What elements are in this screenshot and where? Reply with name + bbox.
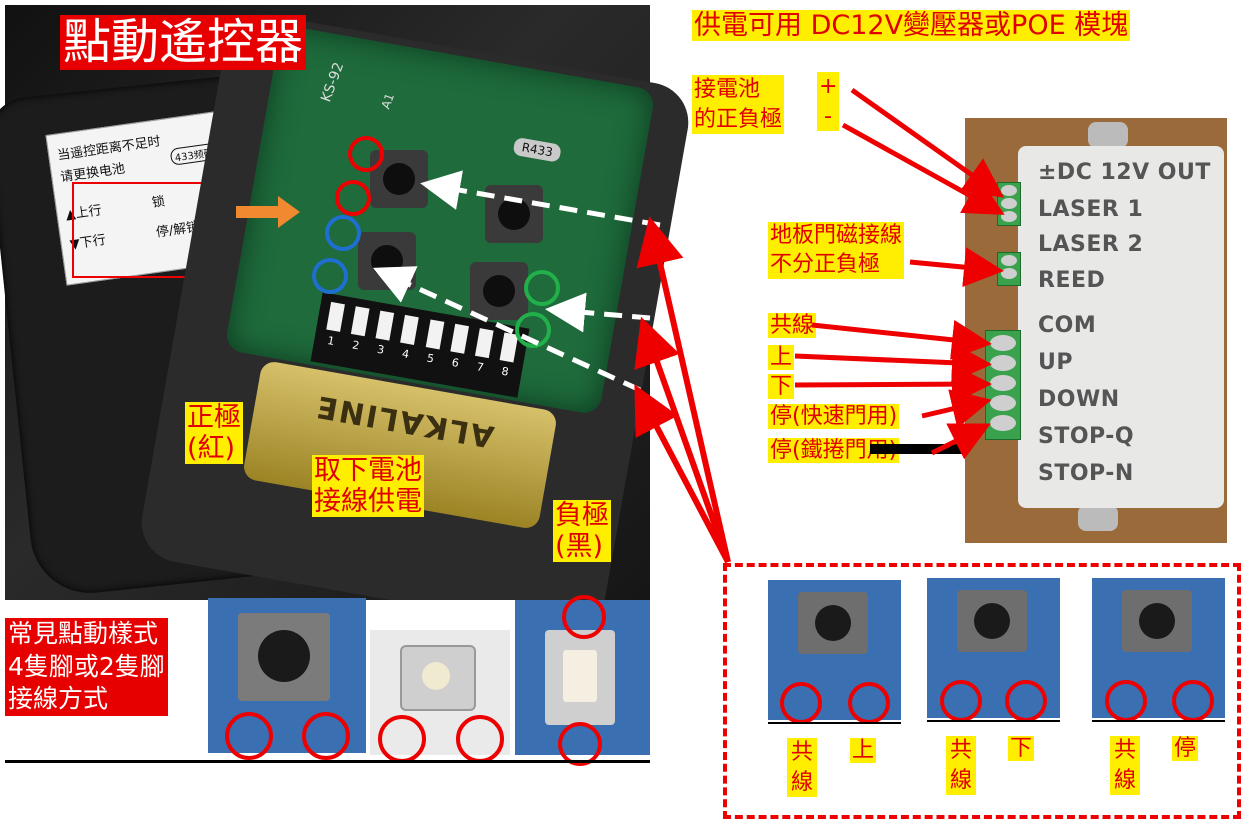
stop-fast-label: 停(快速門用) [768, 404, 900, 430]
switch3-stop-label: 停 [1172, 736, 1199, 762]
box-label-stop-n: STOP-N [1038, 461, 1134, 486]
remove-battery-label: 取下電池 接線供電 [312, 455, 424, 518]
arrow-com [811, 319, 992, 360]
battery-poles-label: 接電池 的正負極 [692, 75, 785, 135]
arrow-battery-plus [850, 87, 1005, 198]
switch2-common-label: 共線 [946, 736, 976, 796]
switch2-down-label: 下 [1008, 736, 1035, 762]
arrow-reed [909, 247, 1004, 288]
terminal-reed [997, 252, 1021, 286]
pin-circle-4pin-right [302, 712, 350, 760]
red-arrow-up [636, 216, 731, 563]
switch-wiring-box [723, 563, 1241, 819]
box-label-stop-q: STOP-Q [1038, 424, 1135, 449]
arrow-down [794, 364, 992, 405]
baseline-down [927, 720, 1060, 722]
white-arrow-down [372, 266, 642, 393]
box-label-laser1: LASER 1 [1038, 197, 1144, 222]
box-mount-bottom [1078, 505, 1118, 531]
battery-poles-signs: + - [817, 72, 839, 132]
pin-circle-4pin-left [225, 712, 273, 760]
arrow-stop-fast [921, 389, 992, 429]
arrow-stop-roll [930, 423, 991, 460]
box-mount-top [1088, 122, 1128, 148]
down-wire-label: 下 [768, 374, 795, 400]
power-title: 供電可用 DC12V變壓器或POE 模塊 [692, 10, 1131, 42]
remote-button-lock [485, 185, 543, 243]
white-arrow-up [420, 170, 661, 228]
reed-label: 地板門磁接線 不分正負極 [768, 222, 905, 280]
red-arrow-stop [634, 316, 731, 564]
positive-label: 正極 (紅) [185, 402, 243, 465]
box-label-reed: REED [1038, 268, 1106, 293]
solder-point-up-2 [335, 180, 371, 216]
box-label-laser2: LASER 2 [1038, 232, 1144, 257]
switch1-up-label: 上 [850, 738, 877, 764]
switch3-common-label: 共線 [1110, 736, 1140, 796]
arrow-up [794, 342, 992, 383]
controller-box [1018, 146, 1224, 508]
remote-button-stop [470, 262, 528, 320]
white-arrow-stop [545, 292, 651, 333]
up-wire-label: 上 [768, 345, 795, 371]
switch-photo-4pin [208, 598, 366, 753]
box-label-down: DOWN [1038, 387, 1120, 412]
negative-label: 負極 (黑) [553, 500, 611, 563]
remote-title: 點動遙控器 [60, 14, 307, 71]
box-label-dc-out: ±DC 12V OUT [1038, 160, 1211, 185]
common-wire-label: 共線 [768, 313, 817, 339]
red-arrow-down [634, 384, 731, 564]
solder-point-stop-1 [524, 270, 560, 306]
pin-circle-2pin-bottom [558, 722, 602, 766]
baseline-up [768, 722, 901, 724]
solder-point-up-1 [348, 136, 384, 172]
pin-circle-2pin-top [562, 595, 606, 639]
common-styles-label: 常見點動樣式 4隻腳或2隻腳 接線方式 [5, 618, 168, 716]
solder-point-down-1 [325, 215, 361, 251]
solder-point-down-2 [312, 258, 348, 294]
arrow-battery-minus [841, 122, 1005, 215]
switch1-common-label: 共線 [787, 738, 817, 798]
box-label-up: UP [1038, 350, 1073, 375]
orange-arrowhead [278, 196, 300, 228]
baseline-stop [1092, 720, 1225, 722]
box-label-com: COM [1038, 313, 1097, 338]
bottom-divider [5, 760, 650, 763]
